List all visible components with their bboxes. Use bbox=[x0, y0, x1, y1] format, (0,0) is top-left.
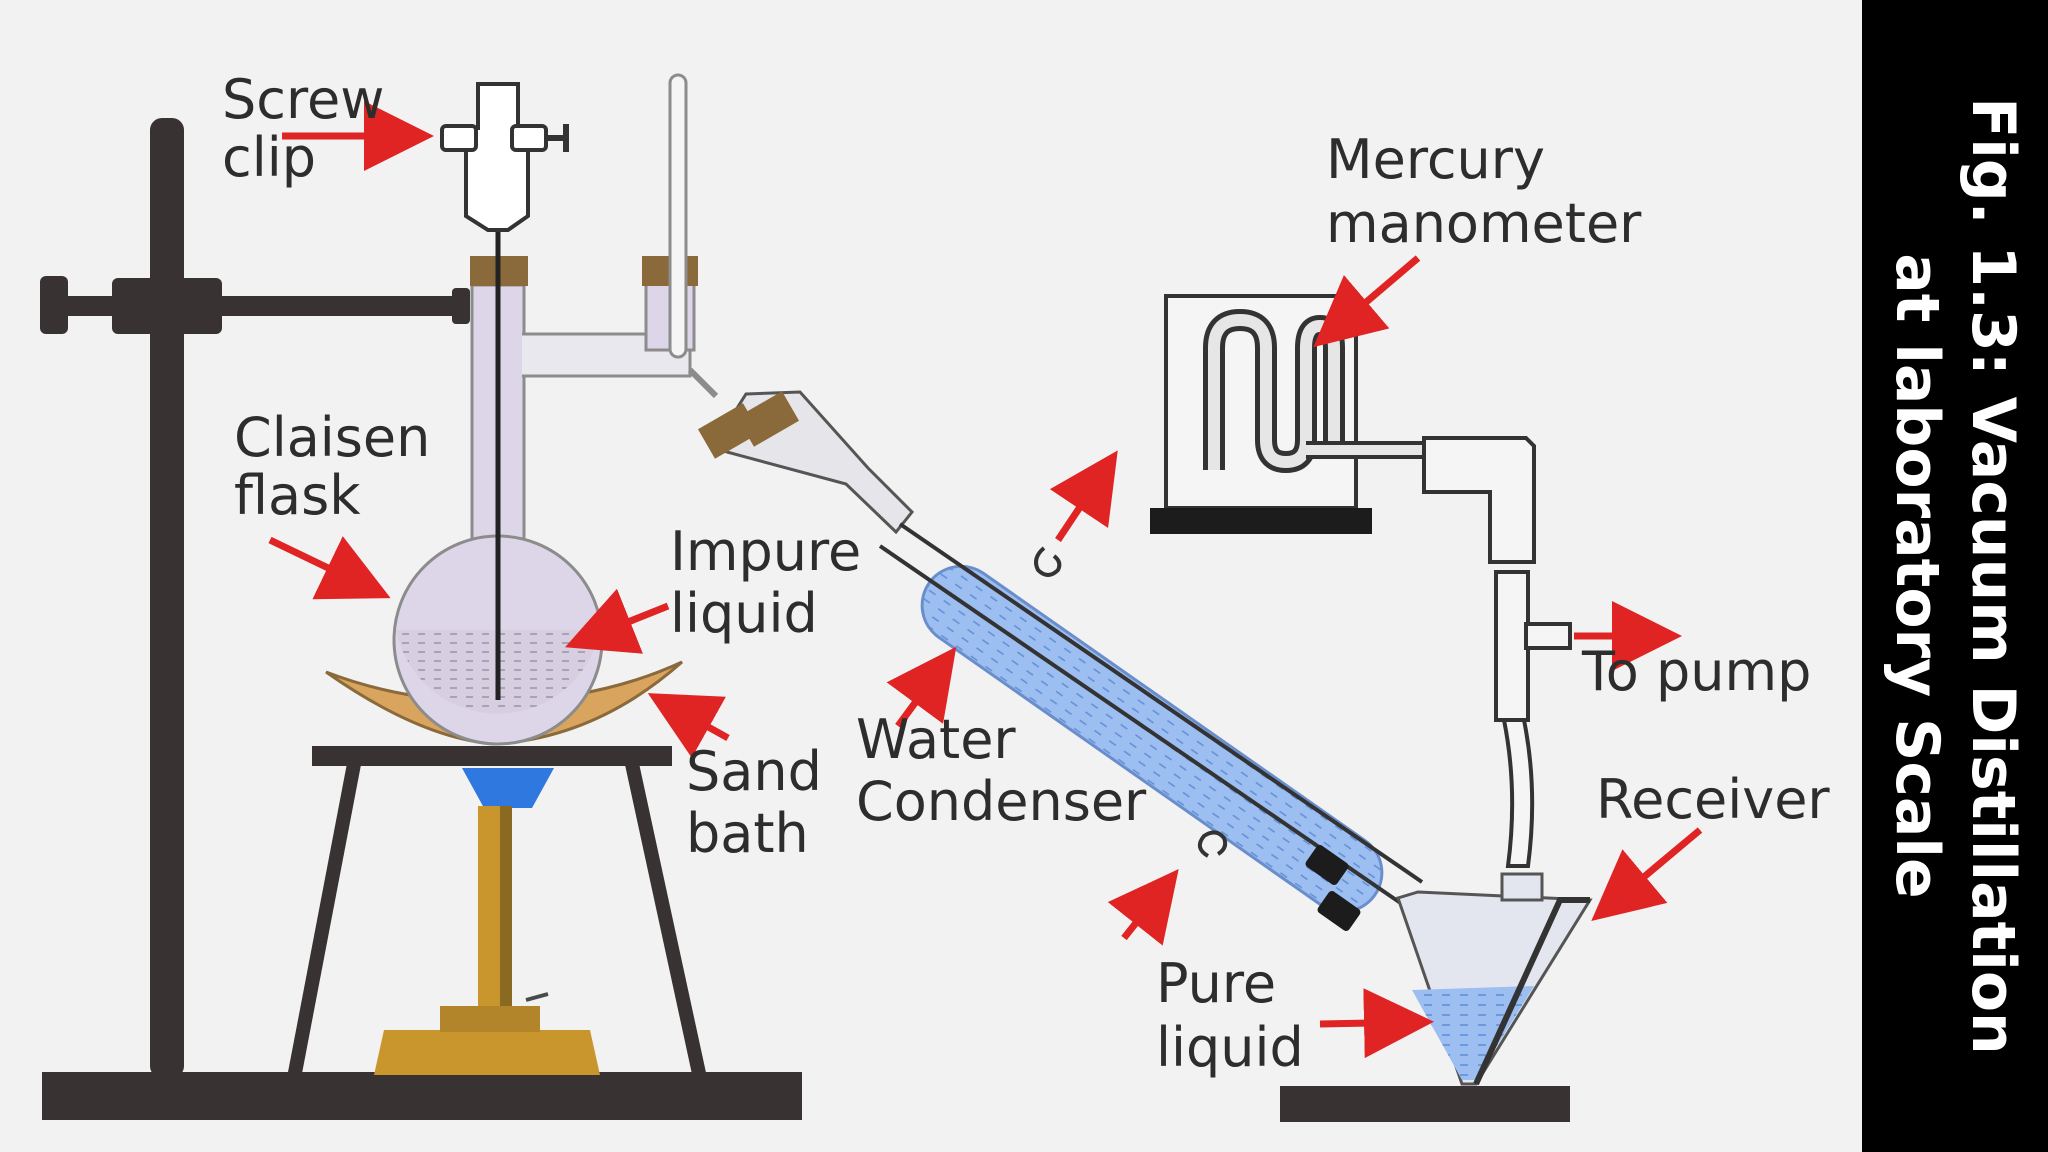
arrow-mercury-manometer bbox=[1313, 255, 1421, 348]
water-condenser bbox=[697, 390, 1424, 931]
vacuum-tubing bbox=[1422, 436, 1572, 868]
caption-line-1: Fig. 1.3: Vacuum Distillation bbox=[1958, 97, 2028, 1055]
thermometer bbox=[668, 73, 688, 359]
label-to-pump: To pump bbox=[1581, 640, 1811, 703]
caption-line-2: at laboratory Scale bbox=[1882, 253, 1952, 899]
arrow-receiver bbox=[1591, 827, 1703, 921]
tripod-stand bbox=[287, 746, 707, 1080]
screw-clip-assembly bbox=[440, 82, 569, 700]
figure-caption-panel: Fig. 1.3: Vacuum Distillation at laborat… bbox=[1862, 0, 2048, 1152]
figure-caption: Fig. 1.3: Vacuum Distillation at laborat… bbox=[1879, 16, 2031, 1136]
arrow-water-out bbox=[1049, 450, 1118, 542]
bunsen-burner bbox=[374, 768, 600, 1075]
arrow-claisen-flask bbox=[268, 536, 391, 600]
arrow-water-condenser bbox=[886, 646, 957, 729]
arrow-sand-bath bbox=[647, 693, 730, 758]
receiver-flask bbox=[1280, 872, 1593, 1122]
arrow-pure-liquid bbox=[1319, 988, 1434, 1059]
arrow-water-in bbox=[1107, 869, 1179, 946]
annotation-arrows bbox=[268, 101, 1703, 1059]
label-receiver: Receiver bbox=[1596, 768, 1830, 831]
mercury-manometer bbox=[1150, 294, 1430, 534]
arrow-impure-liquid bbox=[565, 588, 670, 654]
retort-stand bbox=[40, 118, 802, 1120]
